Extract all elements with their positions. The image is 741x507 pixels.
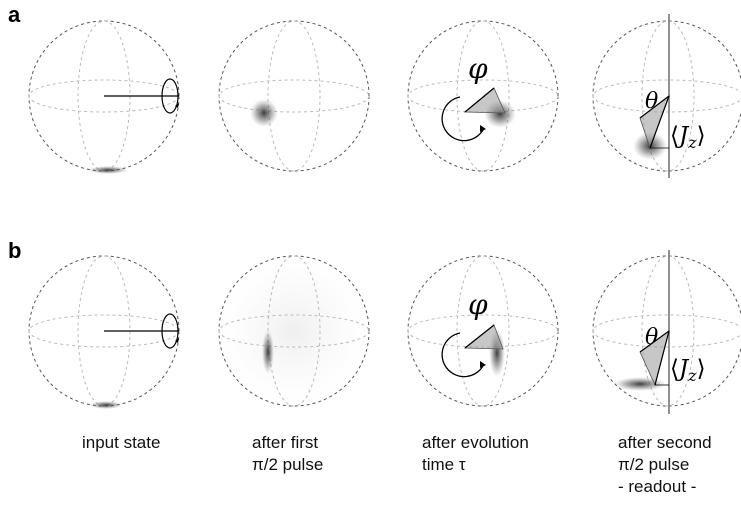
bloch-sphere-b3-after-evolution: φ [407,255,559,407]
phase-rotation-arrow [441,332,485,378]
rotation-arrow [161,78,179,114]
bloch-sphere-b4-readout: θ ⟨Jz⟩ [592,250,741,414]
state-distribution [88,166,128,174]
bloch-sphere-b2-after-first-pulse [218,255,370,407]
caption-after-first-pulse: after first π/2 pulse [252,433,323,474]
rotation-arrow [161,313,179,349]
panel-label-b: b [8,238,21,263]
bloch-sphere-a2-after-first-pulse [218,20,370,172]
bloch-sphere-a4-readout: θ ⟨Jz⟩ [592,14,741,178]
bloch-sphere-a3-after-evolution: φ [407,20,559,172]
phase-rotation-arrow [441,96,485,142]
state-distribution [262,330,274,374]
jz-expectation-label: ⟨Jz⟩ [670,123,706,152]
theta-symbol: θ [645,89,658,114]
state-distribution [614,377,666,391]
theta-symbol: θ [645,325,658,350]
phi-symbol: φ [468,52,488,85]
caption-after-second-pulse: after second π/2 pulse - readout - [618,433,716,496]
state-distribution [90,401,122,409]
caption-input-state: input state [82,433,160,452]
bloch-sphere-b1-input-state [28,255,180,409]
phase-angle-wedge [463,87,506,114]
bloch-sphere-a1-input-state [28,20,180,174]
caption-after-evolution: after evolution time τ [422,433,534,474]
phase-angle-wedge [463,324,504,350]
state-distribution [250,99,278,127]
phi-symbol: φ [468,288,488,321]
jz-expectation-label: ⟨Jz⟩ [670,356,706,385]
panel-label-a: a [8,2,21,27]
